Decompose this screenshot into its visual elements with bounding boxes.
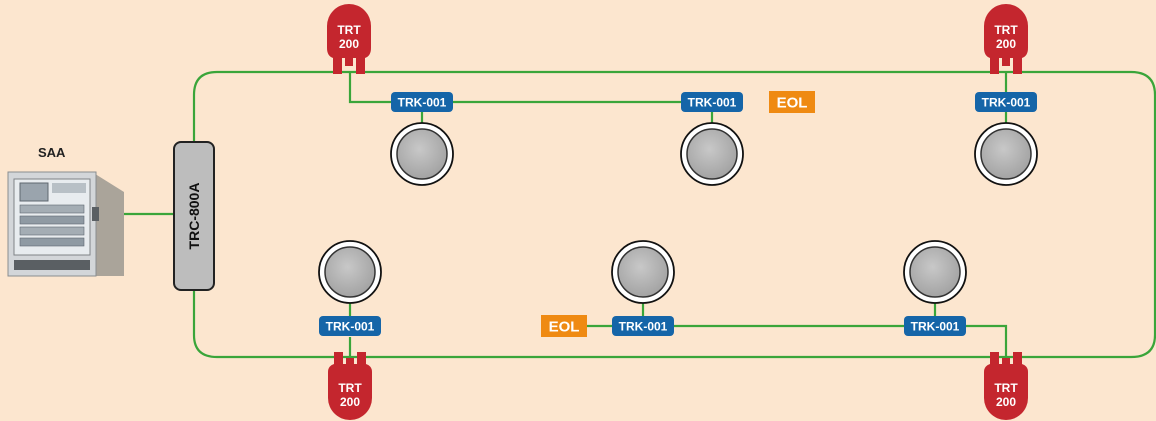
rack-panel — [19, 182, 49, 202]
trk-001-top-3: TRK-001 — [975, 92, 1037, 112]
trt-pin — [356, 56, 365, 74]
eol-bottom: EOL — [541, 315, 587, 337]
trt-shape — [984, 364, 1028, 420]
trt-pin — [346, 358, 354, 366]
trt-shape — [984, 4, 1028, 58]
trt-shape — [328, 364, 372, 420]
rack-connector — [92, 207, 99, 221]
module-label: TRK-001 — [688, 96, 737, 110]
controller-label: TRC-800A — [186, 183, 202, 250]
trt-pin — [990, 352, 999, 368]
module-label: TRK-001 — [398, 96, 447, 110]
trt-label-line2: 200 — [996, 395, 1016, 409]
module-label: TRK-001 — [911, 320, 960, 334]
trt-200-top-right: TRT 200 — [984, 4, 1028, 74]
speaker-bottom-2 — [611, 240, 675, 304]
trk-001-bottom-2: TRK-001 — [612, 316, 674, 336]
rack-base — [14, 260, 90, 270]
trt-label-line2: 200 — [340, 395, 360, 409]
speaker-bottom-3 — [903, 240, 967, 304]
trt-label-line1: TRT — [994, 381, 1018, 395]
eol-label: EOL — [777, 95, 808, 112]
rack-panel — [52, 183, 86, 193]
wiring — [98, 70, 1156, 359]
eol-top: EOL — [769, 91, 815, 113]
speaker-bottom-1 — [318, 240, 382, 304]
module-label: TRK-001 — [982, 96, 1031, 110]
trt-pin — [1002, 58, 1010, 66]
trt-200-bottom-right: TRT 200 — [984, 352, 1028, 420]
trt-label-line2: 200 — [996, 37, 1016, 51]
trt-label-line1: TRT — [338, 381, 362, 395]
controller-body — [173, 141, 215, 291]
trk-001-bottom-1: TRK-001 — [319, 316, 381, 336]
loop-wire-top — [192, 70, 1156, 359]
rack-side — [92, 172, 124, 276]
trt-pin — [334, 352, 343, 368]
trk-001-bottom-3: TRK-001 — [904, 316, 966, 336]
trt-pin — [1002, 358, 1010, 366]
rack-unit — [19, 215, 85, 225]
trt-pin — [1013, 352, 1022, 368]
trt-200-bottom-left: TRT 200 — [328, 352, 372, 420]
saa-label: SAA — [38, 145, 66, 160]
trt-pin — [990, 56, 999, 74]
trt-200-top-left: TRT 200 — [327, 4, 371, 74]
trt-pin — [357, 352, 366, 368]
rack-unit — [19, 204, 85, 214]
branch-wire-bottom — [586, 324, 1008, 357]
trt-pin — [333, 56, 342, 74]
eol-label: EOL — [549, 319, 580, 336]
controller-trc-800a: TRC-800A — [173, 141, 215, 291]
trt-label-line1: TRT — [994, 23, 1018, 37]
speaker-top-2 — [680, 122, 744, 186]
trt-pin — [345, 58, 353, 66]
branch-wire-top — [348, 72, 742, 104]
saa-rack: SAA — [7, 145, 124, 277]
trt-label-line1: TRT — [337, 23, 361, 37]
rack-unit — [19, 226, 85, 236]
trt-pin — [1013, 56, 1022, 74]
module-label: TRK-001 — [619, 320, 668, 334]
trt-label-line2: 200 — [339, 37, 359, 51]
trt-shape — [327, 4, 371, 58]
speaker-top-3 — [974, 122, 1038, 186]
trk-001-top-1: TRK-001 — [391, 92, 453, 112]
rack-unit — [19, 237, 85, 247]
speaker-top-1 — [390, 122, 454, 186]
trk-001-top-2: TRK-001 — [681, 92, 743, 112]
module-label: TRK-001 — [326, 320, 375, 334]
